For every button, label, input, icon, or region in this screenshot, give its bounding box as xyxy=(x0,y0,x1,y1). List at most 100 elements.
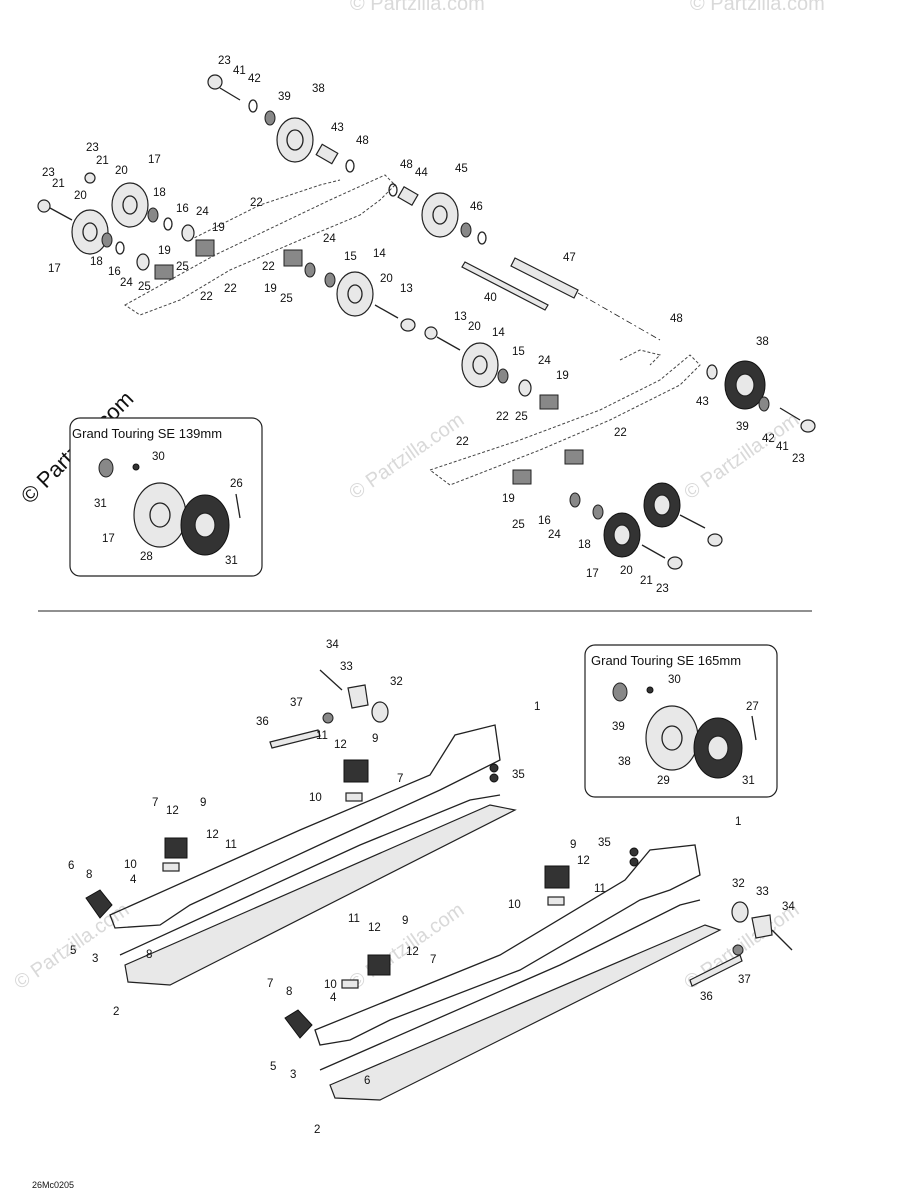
bolt-34-lower xyxy=(771,929,793,951)
block-19 xyxy=(195,239,215,257)
callout: 28 xyxy=(140,551,153,563)
clip-16b xyxy=(115,241,125,255)
rail-1-upper xyxy=(109,724,501,929)
pad-10-c xyxy=(547,896,565,906)
slide-2-upper xyxy=(124,804,517,986)
pad-10-a xyxy=(345,792,363,802)
callout: 19 xyxy=(212,222,225,234)
ring-48b xyxy=(388,183,398,197)
callout: 38 xyxy=(756,336,769,348)
callout: 15 xyxy=(344,251,357,263)
watermark-faint: © Partzilla.com xyxy=(350,0,485,15)
callout: 30 xyxy=(152,451,165,463)
callout: 12 xyxy=(206,829,219,841)
callout: 3 xyxy=(92,953,98,965)
callout: 44 xyxy=(415,167,428,179)
slide-2-lower xyxy=(329,924,722,1101)
top-assembly xyxy=(37,74,816,570)
inset-title: Grand Touring SE 165mm xyxy=(591,653,741,668)
callout: 32 xyxy=(390,676,403,688)
callout: 20 xyxy=(74,190,87,202)
callout: 37 xyxy=(290,697,303,709)
bracket-33-upper xyxy=(347,684,369,709)
top-labels: 23 41 42 39 38 43 48 48 44 45 46 47 40 2… xyxy=(42,55,805,595)
bearing-18c xyxy=(592,504,604,520)
callout: 10 xyxy=(124,859,137,871)
wheel-17-upper xyxy=(111,182,149,228)
callout: 22 xyxy=(200,291,213,303)
centerline xyxy=(577,292,661,341)
callout: 23 xyxy=(86,142,99,154)
bolt-20-left xyxy=(49,207,73,221)
callout: 14 xyxy=(492,327,505,339)
bearing-46 xyxy=(460,222,472,238)
axle-40 xyxy=(461,261,549,311)
callout: 17 xyxy=(586,568,599,580)
callout: 14 xyxy=(373,248,386,260)
nut-35-b xyxy=(489,773,499,783)
callout: 45 xyxy=(455,163,468,175)
callout: 11 xyxy=(594,883,606,895)
lower-frame-right xyxy=(428,354,701,486)
callout: 36 xyxy=(700,991,713,1003)
callout: 20 xyxy=(115,165,128,177)
wheel-17-lower xyxy=(71,209,109,255)
plate-32-upper xyxy=(371,701,389,723)
bolt-13b xyxy=(436,336,461,351)
callout: 19 xyxy=(264,283,277,295)
callout: 19 xyxy=(158,245,171,257)
spacer-43 xyxy=(315,143,339,165)
nut-35-c xyxy=(629,847,639,857)
idler-wheel-45 xyxy=(421,192,459,238)
nut-37-b xyxy=(732,944,744,956)
block-9-c xyxy=(544,865,570,889)
bearing-15 xyxy=(324,272,336,288)
callout: 3 xyxy=(290,1069,296,1081)
callout: 10 xyxy=(309,792,322,804)
callout: 9 xyxy=(402,915,408,927)
callout: 22 xyxy=(250,197,263,209)
nut-35-d xyxy=(629,857,639,867)
callout: 12 xyxy=(406,946,419,958)
callout: 9 xyxy=(372,733,378,745)
bottom-assembly xyxy=(85,669,793,1101)
pad-10-b xyxy=(162,862,180,872)
callout: 36 xyxy=(256,716,269,728)
callout: 27 xyxy=(746,701,759,713)
idler-wheel-38-top xyxy=(276,117,314,163)
callout: 38 xyxy=(312,83,325,95)
cap-23-left2 xyxy=(84,172,96,184)
wheel-14-lower xyxy=(461,342,499,388)
rear-frame-detail xyxy=(189,179,341,241)
callout: 34 xyxy=(782,901,795,913)
callout: 33 xyxy=(756,886,769,898)
block-19e xyxy=(564,449,584,465)
callout: 21 xyxy=(640,575,653,587)
callout: 35 xyxy=(598,837,611,849)
callout: 22 xyxy=(614,427,627,439)
rail-1-upper-edge xyxy=(119,794,501,956)
callout: 7 xyxy=(267,978,273,990)
callout: 16 xyxy=(108,266,121,278)
callout: 23 xyxy=(218,55,231,67)
callout: 24 xyxy=(196,206,209,218)
callout: 13 xyxy=(454,311,467,323)
callout: 46 xyxy=(470,201,483,213)
callout: 23 xyxy=(792,453,805,465)
cap-23-mid2 xyxy=(424,326,438,340)
callout: 12 xyxy=(334,739,347,751)
callout: 48 xyxy=(670,313,683,325)
callout: 18 xyxy=(578,539,591,551)
callout: 11 xyxy=(316,730,328,742)
callout: 1 xyxy=(534,701,540,713)
block-9-a xyxy=(343,759,369,783)
watermark-faint: © Partzilla.com xyxy=(690,0,825,15)
callout: 10 xyxy=(508,899,521,911)
callout: 4 xyxy=(130,874,137,886)
bearing-39-right xyxy=(758,396,770,412)
callout: 6 xyxy=(68,860,74,872)
callout: 15 xyxy=(512,346,525,358)
callout: 2 xyxy=(113,1006,119,1018)
washer-42 xyxy=(248,99,258,113)
spacer-43-right xyxy=(706,364,718,380)
